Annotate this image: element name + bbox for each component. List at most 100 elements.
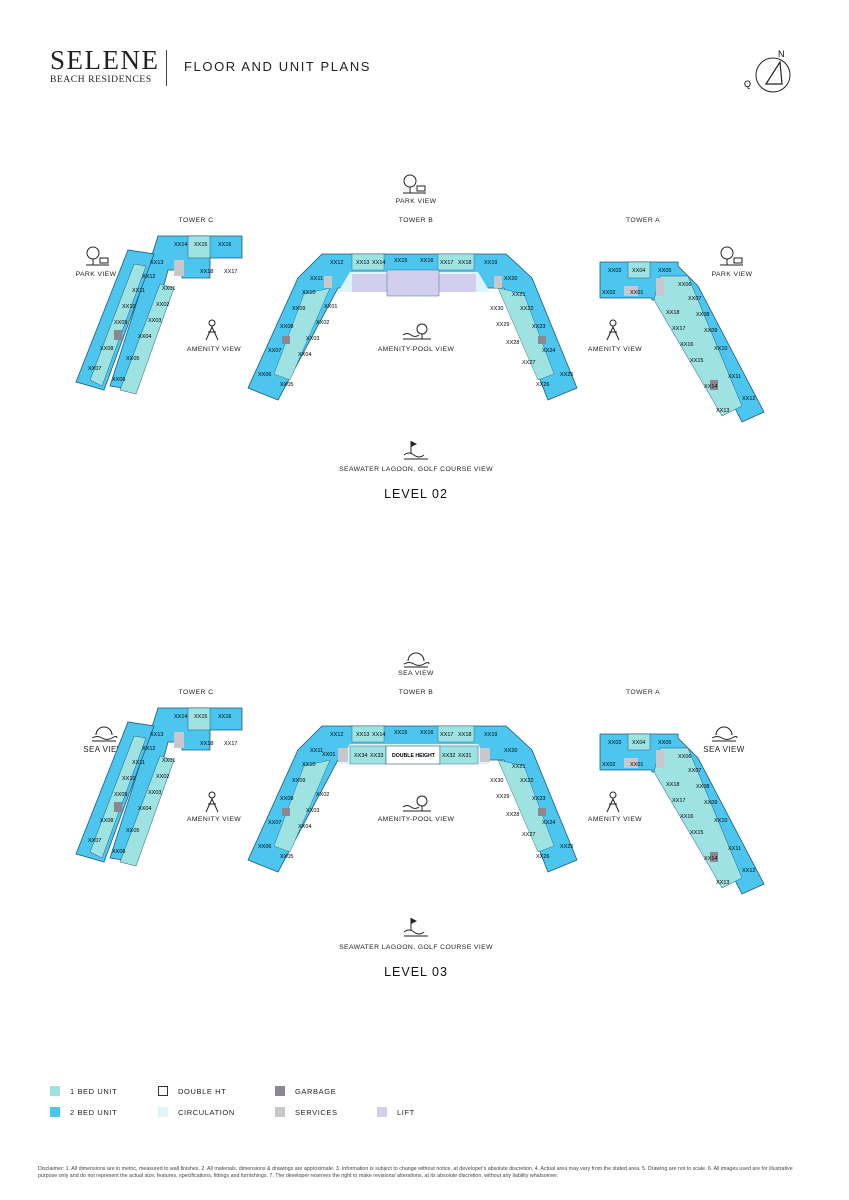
lagoon-golf-icon <box>403 441 428 460</box>
unit-label: XX11 <box>728 846 741 852</box>
unit-label: XX12 <box>142 746 155 752</box>
unit-label: XX07 <box>88 366 101 372</box>
unit-label: XX10 <box>714 346 727 352</box>
unit-label: XX14 <box>174 242 187 248</box>
unit-label: XX25 <box>560 372 573 378</box>
legend-swatch <box>50 1107 60 1117</box>
sun-sea-icon <box>403 652 430 668</box>
tower-a-floorplan: XX03 XX04 XX05 XX02 XX01 XX06 XX07 XX18 … <box>599 733 765 895</box>
unit-label: XX18 <box>666 310 679 316</box>
unit-label: XX17 <box>672 798 685 804</box>
center-view-label: AMENITY-POOL VIEW <box>377 816 455 823</box>
unit-label: XX27 <box>522 360 535 366</box>
unit-label: XX22 <box>520 306 533 312</box>
unit-label: XX08 <box>696 312 709 318</box>
unit-label: XX21 <box>512 764 525 770</box>
tree-icon <box>86 246 109 266</box>
compass-n: N <box>778 49 785 59</box>
unit-label: XX16 <box>218 242 231 248</box>
tower-a-amenity-label: AMENITY VIEW <box>587 816 643 823</box>
unit-label: XX09 <box>114 320 127 326</box>
amenity-icon <box>205 319 219 341</box>
unit-label: XX18 <box>200 269 213 275</box>
unit-label: XX04 <box>138 334 151 340</box>
unit-label: XX16 <box>420 258 433 264</box>
unit-label: XX04 <box>298 352 311 358</box>
unit-label: XX13 <box>356 732 369 738</box>
unit-label: XX19 <box>484 260 497 266</box>
unit-label: XX08 <box>100 346 113 352</box>
legend-swatch <box>275 1107 285 1117</box>
level-02-plan: PARK VIEW TOWER C TOWER B TOWER A PARK V… <box>0 160 849 520</box>
unit-label: XX24 <box>542 820 555 826</box>
unit-label: XX30 <box>490 778 503 784</box>
legend-item-2-bed: 2 BED UNIT <box>50 1107 117 1117</box>
unit-label: XX09 <box>292 306 305 312</box>
bottom-view-label: SEAWATER LAGOON, GOLF COURSE VIEW <box>339 944 493 951</box>
unit-label: XX04 <box>138 806 151 812</box>
unit-label: XX16 <box>680 814 693 820</box>
unit-label: XX17 <box>440 732 453 738</box>
pool-tree-icon <box>402 795 431 812</box>
unit-label: XX06 <box>678 754 691 760</box>
unit-label: XX12 <box>330 260 343 266</box>
unit-label: XX17 <box>224 269 237 275</box>
unit-label: XX03 <box>306 336 319 342</box>
unit-label: XX08 <box>280 796 293 802</box>
unit-label: XX12 <box>742 396 755 402</box>
unit-label: XX02 <box>602 290 615 296</box>
unit-label: XX18 <box>458 260 471 266</box>
tower-a-amenity-label: AMENITY VIEW <box>587 346 643 353</box>
center-view-label: AMENITY-POOL VIEW <box>377 346 455 353</box>
unit-label: XX06 <box>112 849 125 855</box>
unit-label: XX25 <box>560 844 573 850</box>
unit-label: XX14 <box>372 732 385 738</box>
unit-label: XX22 <box>520 778 533 784</box>
unit-label: XX20 <box>504 748 517 754</box>
compass-icon: N Q <box>744 49 791 93</box>
unit-label: XX11 <box>310 276 323 282</box>
unit-label: XX10 <box>302 762 315 768</box>
unit-label: XX14 <box>704 856 717 862</box>
unit-label: XX05 <box>658 268 671 274</box>
unit-label: XX23 <box>532 796 545 802</box>
top-view-label: SEA VIEW <box>398 670 434 677</box>
unit-label: XX09 <box>704 328 717 334</box>
unit-label: XX01 <box>322 752 335 758</box>
tree-icon <box>403 174 426 194</box>
unit-label: XX09 <box>292 778 305 784</box>
compass-q: Q <box>744 79 751 89</box>
unit-label: XX12 <box>142 274 155 280</box>
tower-a-label: TOWER A <box>625 689 661 696</box>
tower-c-floorplan: XX14 XX15 XX16 XX13 XX18 XX17 XX12 XX11 … <box>75 235 243 395</box>
tower-c-amenity-label: AMENITY VIEW <box>186 816 242 823</box>
unit-label: XX14 <box>704 384 717 390</box>
unit-label: XX05 <box>280 382 293 388</box>
unit-label: XX31 <box>458 753 471 759</box>
unit-label: XX08 <box>696 784 709 790</box>
legend-swatch <box>377 1107 387 1117</box>
unit-label: XX10 <box>714 818 727 824</box>
unit-label: XX07 <box>88 838 101 844</box>
unit-label: XX28 <box>506 812 519 818</box>
unit-label: XX30 <box>490 306 503 312</box>
tree-icon <box>720 246 743 266</box>
brand-logo: SELENE BEACH RESIDENCES <box>50 45 160 86</box>
unit-label: XX11 <box>728 374 741 380</box>
unit-label: XX26 <box>536 382 549 388</box>
legend-item-services: SERVICES <box>275 1107 338 1117</box>
unit-label: XX15 <box>194 242 207 248</box>
brand-name: SELENE <box>50 45 160 75</box>
unit-label: XX24 <box>542 348 555 354</box>
right-view-label: PARK VIEW <box>711 271 753 278</box>
double-height-label: DOUBLE HEIGHT <box>392 753 436 759</box>
legend-item-1-bed: 1 BED UNIT <box>50 1086 117 1096</box>
unit-label: XX18 <box>458 732 471 738</box>
legend: 1 BED UNIT 2 BED UNIT DOUBLE HT CIRCULAT… <box>50 1086 450 1126</box>
unit-label: XX04 <box>632 268 645 274</box>
tower-a-label: TOWER A <box>625 217 661 224</box>
unit-label: XX07 <box>268 348 281 354</box>
unit-label: XX17 <box>440 260 453 266</box>
legend-item-lift: LIFT <box>377 1107 415 1117</box>
legend-label: LIFT <box>397 1107 415 1117</box>
